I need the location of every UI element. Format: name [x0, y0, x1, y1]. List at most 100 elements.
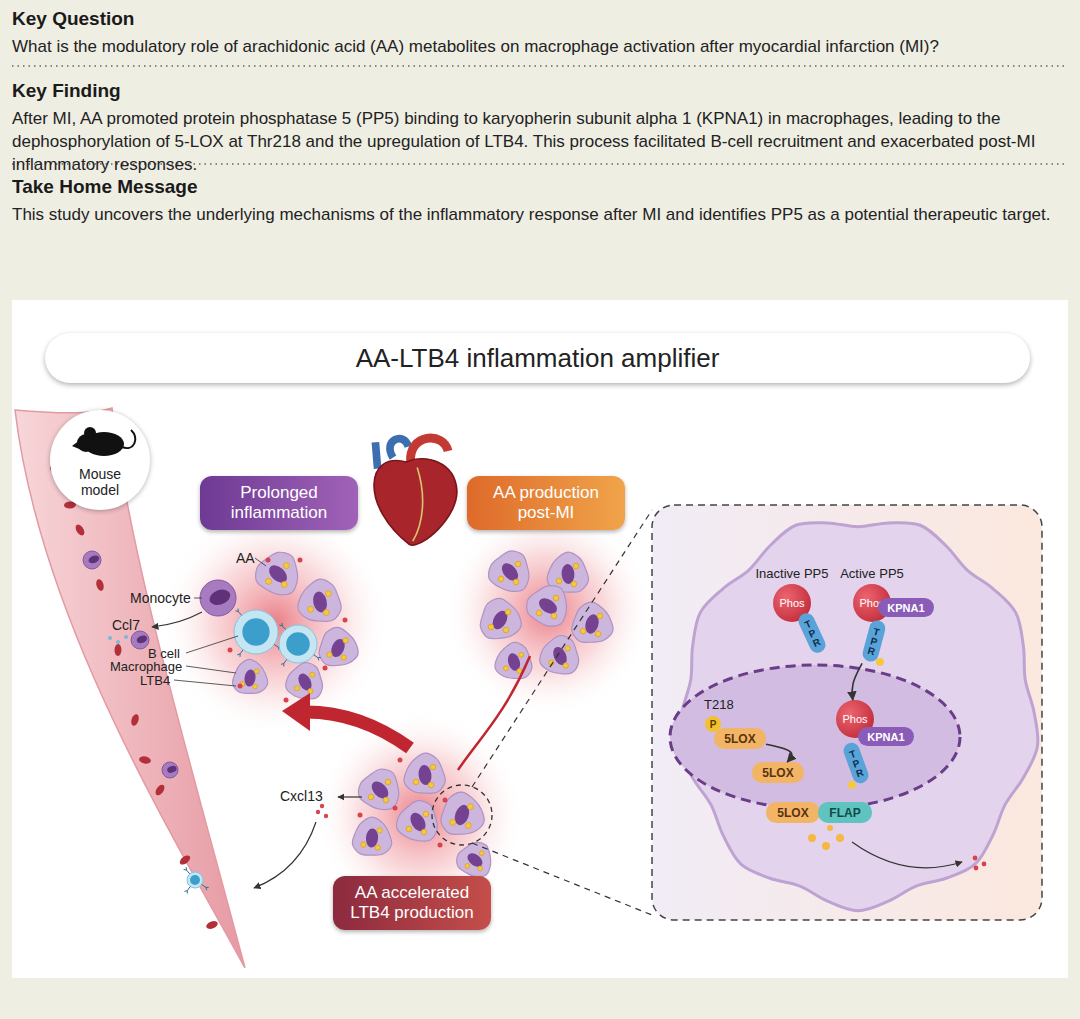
node-text: Mouse model [65, 466, 135, 498]
node-heading: Inactive PP5 [756, 566, 829, 581]
macrophage-cell [489, 551, 529, 591]
monocyte-cell [131, 631, 149, 649]
residue-label: T218 [704, 698, 734, 711]
mediator-dot [228, 648, 233, 653]
b-cell [184, 867, 209, 893]
monocyte-cell [162, 762, 178, 778]
inflammation-glow [160, 507, 390, 737]
mediator-dot [973, 856, 978, 861]
flow-arrow [766, 744, 792, 762]
big-arrow-head [282, 693, 310, 731]
cell-label: Monocyte [130, 590, 191, 606]
macrophage-cell [457, 843, 491, 877]
stage-box: AA accelerated LTB4 production [333, 876, 491, 930]
mediator-dot [836, 834, 844, 842]
mediator-dot [316, 810, 320, 814]
node-text: KPNA1 [867, 731, 904, 743]
mediator-dot [238, 684, 243, 689]
node-text: AA accelerated LTB4 production [343, 883, 481, 923]
macrophage-cell [352, 817, 391, 855]
red-blood-cell [138, 755, 151, 765]
mediator-dot [398, 758, 403, 763]
kpna1-protein: KPNA1 [878, 598, 934, 617]
macrophage-cell [397, 801, 438, 841]
section-heading: Key Finding [12, 80, 121, 102]
secretion-arrow [852, 842, 962, 868]
leader-line [186, 666, 236, 673]
node-text: KPNA1 [887, 602, 924, 614]
node-text: Prolonged inflammation [210, 483, 348, 523]
section-body: This study uncovers the underlying mecha… [12, 203, 1064, 226]
red-blood-cell [95, 578, 105, 591]
protein-group: Inactive PP5Phos [746, 566, 838, 626]
monocyte-cell [83, 551, 101, 569]
mediator-dot [108, 636, 112, 640]
macrophage-cell [441, 792, 484, 834]
section-heading: Key Question [12, 8, 134, 30]
protein-group: Active PP5Phos [826, 566, 918, 626]
inflammation-glow [443, 507, 653, 717]
macrophage-cell [527, 586, 567, 626]
model-circle: Mouse model [50, 410, 150, 510]
secretion-arrow [254, 822, 316, 888]
kpna1-protein: KPNA1 [858, 727, 914, 746]
monocyte-cell [200, 580, 236, 616]
mediator-dot [876, 658, 884, 666]
leader-line [255, 558, 266, 566]
secretion-arrow [338, 796, 362, 797]
zoom-circle [432, 785, 492, 845]
mediator-label: LTB4 [140, 674, 170, 687]
macrophage-cell [480, 598, 521, 638]
macrophage-cell [298, 579, 341, 621]
red-blood-cell [114, 644, 121, 656]
node-text: Phos [842, 713, 867, 725]
leader-line [186, 636, 238, 653]
macrophage-cell [286, 663, 323, 699]
lox-protein: 5LOX [766, 802, 820, 823]
cell-clusters [160, 507, 653, 920]
macrophage-cell [404, 753, 445, 793]
mediator-dot [284, 698, 289, 703]
nucleus [670, 665, 960, 809]
macrophage-cell [319, 627, 358, 665]
mediator-dot [443, 798, 448, 803]
diagram-title: AA-LTB4 inflammation amplifier [45, 333, 1030, 383]
mediator-dot [298, 558, 303, 563]
stage-box: AA production post-MI [467, 476, 625, 530]
red-blood-cell [130, 713, 140, 727]
mediator-dot [324, 814, 328, 818]
mediator-dot [116, 640, 120, 644]
dotted-divider [12, 65, 1068, 67]
node-text: Phos [779, 597, 804, 609]
mediator-dot [393, 806, 398, 811]
heart-illustration [374, 438, 457, 545]
zoom-panel [652, 505, 1042, 920]
mediator-dot [827, 825, 833, 831]
macrophage-cell [572, 602, 613, 642]
mediator-dot [982, 862, 987, 867]
chemokine-label: Cxcl13 [280, 788, 323, 804]
mediator-dot [323, 666, 328, 671]
node-text: FLAP [829, 806, 860, 820]
node-text: 5LOX [762, 766, 793, 780]
phosphate-group: P [705, 716, 721, 732]
red-blood-cell [154, 783, 167, 797]
mediator-dot [266, 558, 271, 563]
leader-line [194, 598, 202, 599]
cell-label: AA [236, 550, 255, 566]
node-text: 5LOX [777, 806, 808, 820]
mediator-dot [848, 781, 856, 789]
zoom-line [472, 510, 652, 787]
node-text: AA production post-MI [477, 483, 615, 523]
node-text: P [710, 719, 717, 730]
figure-panel [12, 300, 1068, 978]
mediator-dot [974, 866, 979, 871]
section-body: After MI, AA promoted protein phosphatas… [12, 107, 1064, 176]
macrophage-cell [540, 635, 579, 673]
flap-protein: FLAP [818, 802, 872, 823]
section-body: What is the modulatory role of arachidon… [12, 35, 1064, 58]
lox-protein: 5LOX [752, 762, 804, 783]
node-text: 5LOX [724, 732, 755, 746]
mediator-dot [343, 618, 348, 623]
